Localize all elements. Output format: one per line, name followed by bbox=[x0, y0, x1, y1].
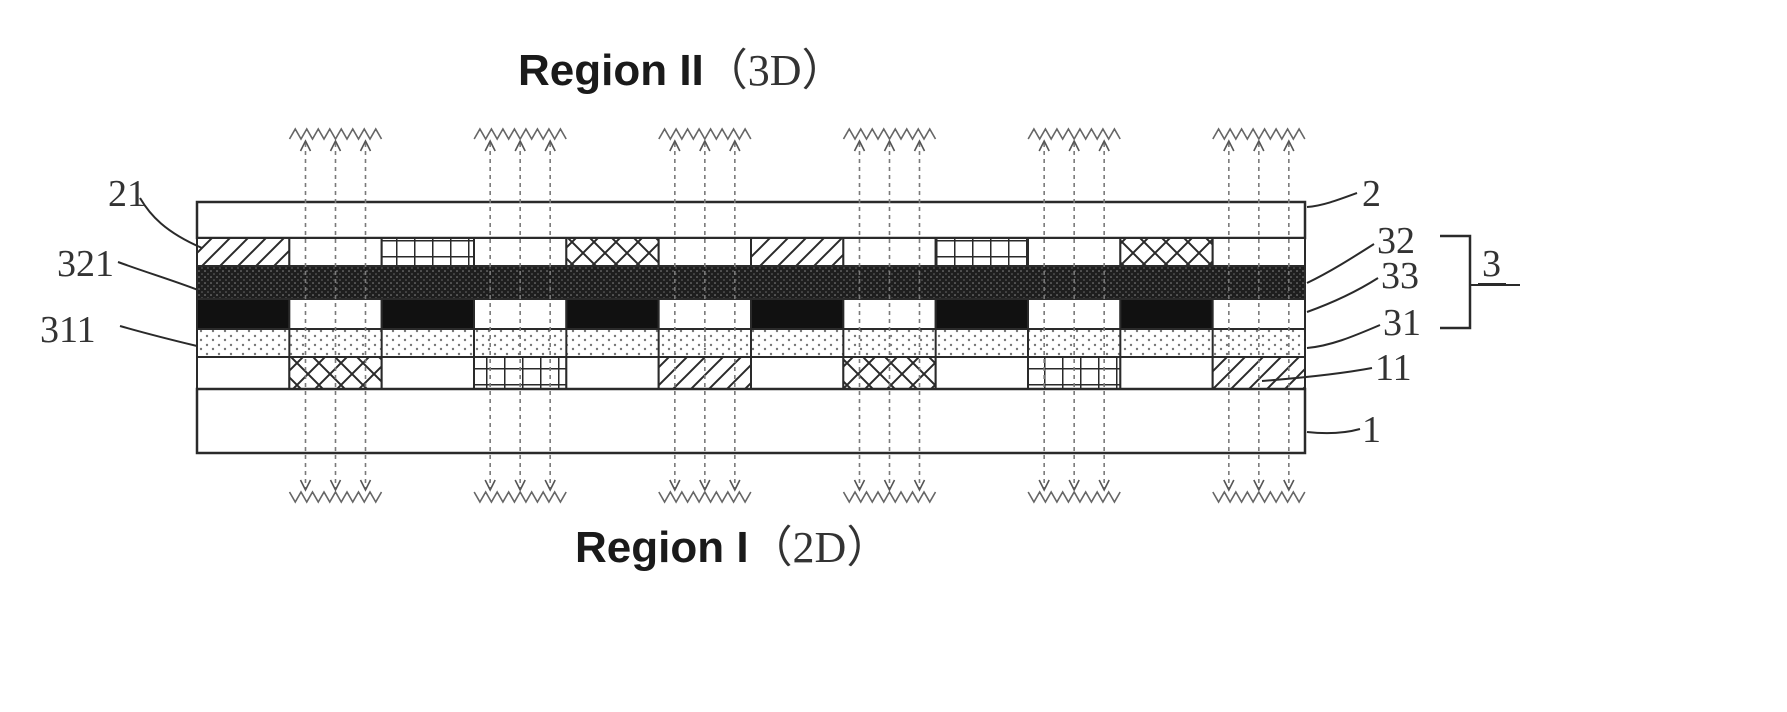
wave-bottom bbox=[659, 492, 751, 502]
substrate-2 bbox=[197, 202, 1305, 238]
ref-label-31: 31 bbox=[1383, 302, 1421, 344]
bracket-3 bbox=[1440, 236, 1470, 328]
wave-top bbox=[844, 129, 936, 139]
bottom-clear-block bbox=[1120, 357, 1212, 389]
bottom-clear-block bbox=[566, 357, 658, 389]
leader-line-21 bbox=[140, 198, 202, 248]
black-matrix-block bbox=[1120, 299, 1212, 329]
leader-line-321 bbox=[118, 262, 198, 290]
top-filter-block bbox=[382, 238, 474, 266]
wave-bottom bbox=[474, 492, 566, 502]
ref-label-21: 21 bbox=[108, 173, 146, 215]
top-filter-block bbox=[751, 238, 843, 266]
bottom-clear-block bbox=[197, 357, 289, 389]
top-filter-block bbox=[936, 238, 1028, 266]
region-ii-paren: （3D） bbox=[704, 46, 846, 95]
black-matrix-block bbox=[751, 299, 843, 329]
wave-top bbox=[1213, 129, 1305, 139]
wave-top bbox=[1028, 129, 1120, 139]
wave-bottom bbox=[844, 492, 936, 502]
leader-line-33 bbox=[1307, 278, 1378, 312]
leader-line-32 bbox=[1307, 244, 1374, 283]
top-filter-block bbox=[197, 238, 289, 266]
leader-line-1 bbox=[1307, 429, 1360, 433]
black-matrix-block bbox=[382, 299, 474, 329]
ref-label-321: 321 bbox=[57, 243, 114, 285]
leader-line-31 bbox=[1307, 325, 1380, 348]
substrate-1 bbox=[197, 389, 1305, 453]
bottom-clear-block bbox=[751, 357, 843, 389]
top-filter-block bbox=[1120, 238, 1212, 266]
ref-label-3: 3 bbox=[1482, 243, 1501, 285]
region-ii-label: Region II bbox=[518, 46, 704, 95]
region-i-label: Region I bbox=[575, 523, 749, 572]
top-filter-block bbox=[566, 238, 658, 266]
black-matrix-block bbox=[936, 299, 1028, 329]
bottom-clear-block bbox=[936, 357, 1028, 389]
ref-label-33: 33 bbox=[1381, 255, 1419, 297]
wave-top bbox=[290, 129, 382, 139]
ref-label-2: 2 bbox=[1362, 173, 1381, 215]
wave-bottom bbox=[1028, 492, 1120, 502]
wave-bottom bbox=[290, 492, 382, 502]
black-matrix-block bbox=[197, 299, 289, 329]
region-i-paren: （2D） bbox=[749, 523, 891, 572]
bottom-clear-block bbox=[382, 357, 474, 389]
wave-bottom bbox=[1213, 492, 1305, 502]
region-ii-title: Region II（3D） bbox=[518, 46, 846, 95]
leader-line-2 bbox=[1307, 193, 1357, 207]
leader-line-311 bbox=[120, 326, 197, 346]
region-i-title: Region I（2D） bbox=[575, 523, 890, 572]
layer-32 bbox=[197, 266, 1305, 299]
wave-top bbox=[474, 129, 566, 139]
ref-label-11: 11 bbox=[1375, 347, 1412, 389]
layer-stack bbox=[197, 202, 1305, 453]
ref-label-1: 1 bbox=[1362, 409, 1381, 451]
black-matrix-block bbox=[566, 299, 658, 329]
wave-top bbox=[659, 129, 751, 139]
ref-label-311: 311 bbox=[40, 309, 96, 351]
